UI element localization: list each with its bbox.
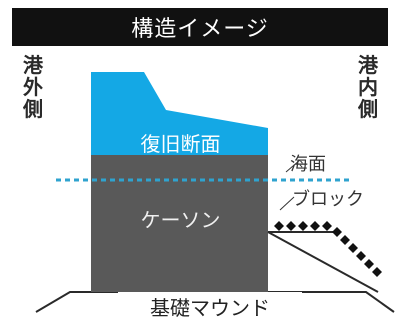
- restoration-section-shape: [91, 72, 268, 155]
- diagram-title: 構造イメージ: [12, 8, 388, 46]
- caisson-body: [91, 155, 268, 292]
- mound-slope: [267, 231, 379, 293]
- sea-level-leader: [285, 159, 301, 173]
- block-mark: [348, 243, 358, 253]
- block-mark: [310, 221, 320, 231]
- block-mark: [286, 221, 296, 231]
- block-leader: [279, 196, 295, 211]
- block-mark: [372, 267, 382, 277]
- foundation-mound-label: 基礎マウンド: [118, 292, 302, 321]
- block-mark: [322, 221, 332, 231]
- block-mark: [364, 259, 374, 269]
- block-mark: [298, 221, 308, 231]
- block-mark: [332, 227, 342, 237]
- inner-harbor-side-label: 港内側: [358, 53, 378, 121]
- caisson-label: ケーソン: [140, 208, 221, 232]
- block-mark: [340, 235, 350, 245]
- block-mark: [356, 251, 366, 261]
- outer-harbor-side-label: 港外側: [23, 53, 43, 121]
- sea-level-label: 海面: [290, 154, 326, 175]
- block-label: ブロック: [292, 189, 364, 210]
- restoration-section-label: 復旧断面: [140, 132, 221, 156]
- block-mark: [274, 221, 284, 231]
- wave-dissipating-blocks: [274, 221, 382, 277]
